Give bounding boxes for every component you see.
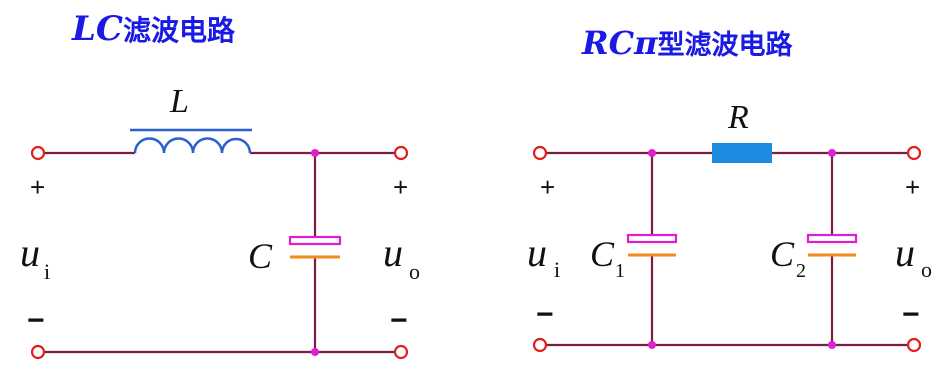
rc-output-voltage-sub: o: [921, 257, 932, 282]
inductor-coil: [133, 137, 252, 154]
capacitor-c1-label: C: [590, 234, 615, 274]
rc-title: RCπ型滤波电路: [581, 24, 793, 62]
lc-output-voltage-sub: o: [409, 259, 420, 284]
lc-input-terminal-top: [30, 145, 46, 161]
lc-input-minus: −: [27, 304, 45, 337]
rc-input-plus: +: [540, 172, 555, 202]
capacitor-c1: [626, 233, 678, 257]
capacitor-c2-sub: 2: [796, 260, 806, 282]
capacitor-c: [288, 235, 342, 259]
lc-output-voltage-label: u: [383, 230, 403, 275]
rc-title-italic: RCπ: [581, 24, 658, 62]
inductor-label: L: [169, 83, 189, 120]
rc-output-plus: +: [905, 172, 920, 202]
lc-input-plus: +: [30, 172, 45, 202]
capacitor-c2-label: C: [770, 234, 795, 274]
capacitor-c1-top-plate: [626, 233, 678, 244]
lc-title: LC滤波电路: [71, 9, 236, 49]
lc-output-terminal-bottom: [393, 344, 409, 360]
rc-output-terminal-top: [906, 145, 922, 161]
rc-node-bottom-left: [648, 341, 656, 349]
inductor-l: [130, 128, 252, 154]
rc-title-cn: 型滤波电路: [657, 29, 793, 61]
rc-node-top-left: [648, 149, 656, 157]
rc-input-voltage-sub: i: [554, 257, 560, 282]
lc-node-top: [311, 149, 319, 157]
lc-input-voltage-sub: i: [44, 259, 50, 284]
resistor-r: [712, 143, 772, 163]
rc-input-voltage-label: u: [527, 230, 547, 275]
lc-title-italic: LC: [71, 9, 123, 49]
lc-node-bottom: [311, 348, 319, 356]
rc-node-bottom-right: [828, 341, 836, 349]
capacitor-c-top-plate: [288, 235, 342, 246]
lc-output-plus: +: [393, 172, 408, 202]
capacitor-c2: [806, 233, 858, 257]
rc-node-top-right: [828, 149, 836, 157]
rc-output-terminal-bottom: [906, 337, 922, 353]
capacitor-c-label: C: [248, 236, 273, 276]
lc-output-terminal-top: [393, 145, 409, 161]
rc-pi-filter-circuit: RCπ型滤波电路 R C 1 C 2: [527, 24, 932, 353]
resistor-label: R: [727, 99, 749, 136]
lc-input-voltage-label: u: [20, 230, 40, 275]
rc-output-minus: −: [902, 298, 920, 331]
rc-output-voltage-label: u: [895, 230, 915, 275]
rc-input-minus: −: [536, 298, 554, 331]
capacitor-c1-sub: 1: [615, 260, 625, 282]
lc-filter-circuit: LC滤波电路 L C + u i − +: [20, 9, 420, 360]
rc-input-terminal-bottom: [532, 337, 548, 353]
lc-output-minus: −: [390, 304, 408, 337]
lc-title-cn: 滤波电路: [123, 14, 236, 47]
capacitor-c2-top-plate: [806, 233, 858, 244]
rc-input-terminal-top: [532, 145, 548, 161]
lc-input-terminal-bottom: [30, 344, 46, 360]
